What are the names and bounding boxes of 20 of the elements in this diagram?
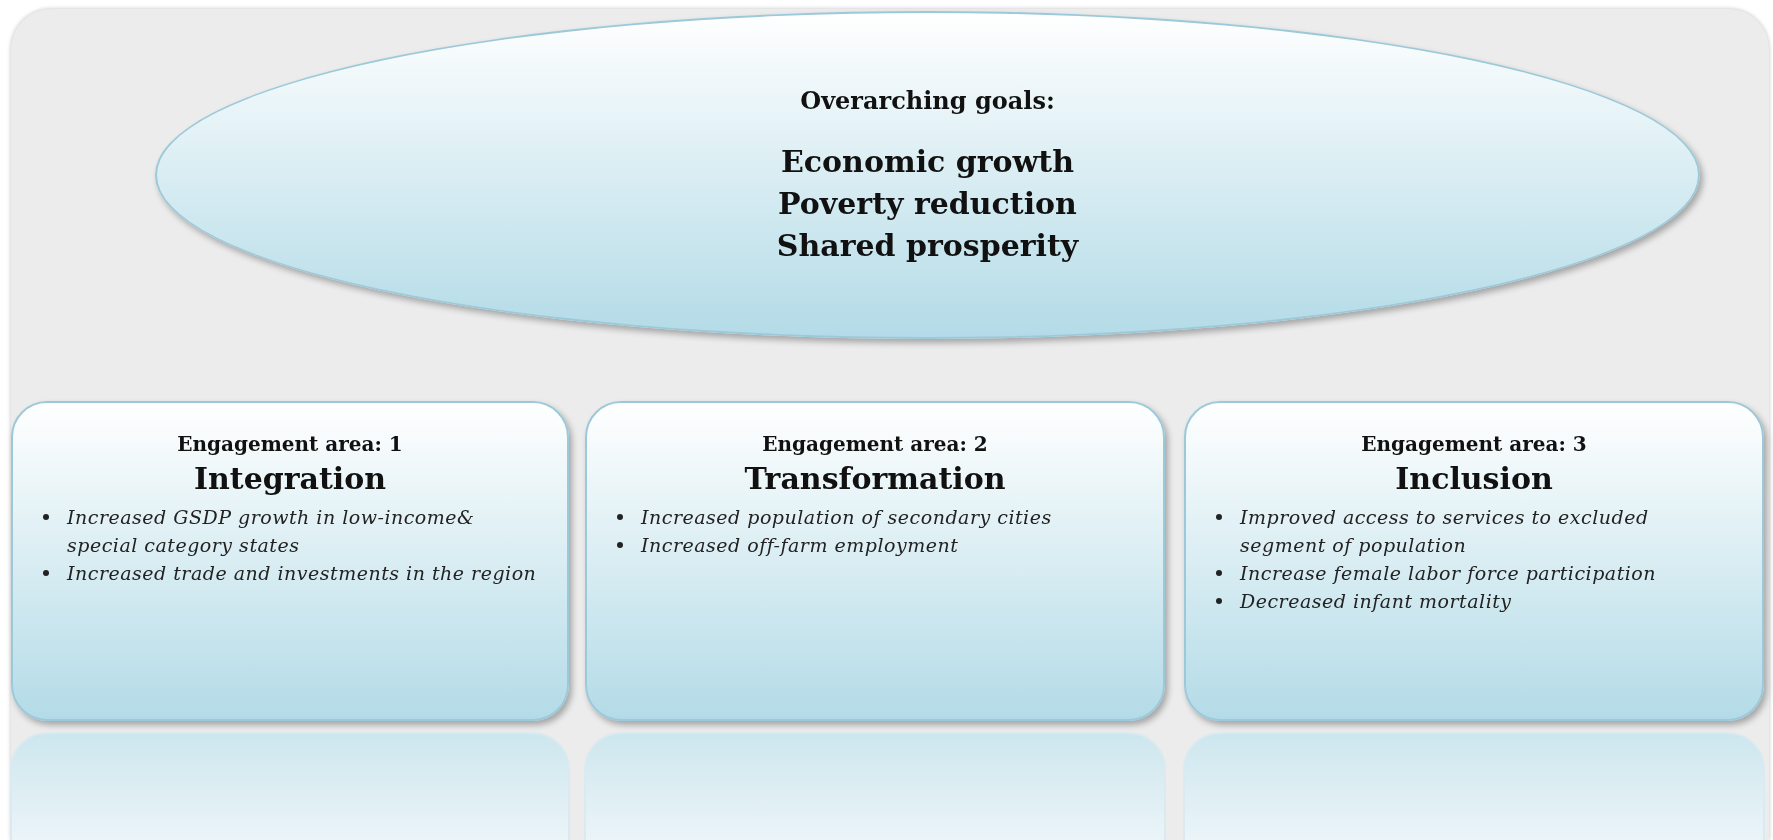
bullet-text: Decreased infant mortality [1240, 589, 1512, 614]
area-title: Integration [192, 460, 388, 498]
goal-item: Poverty reduction [778, 185, 1077, 223]
goal-item: Shared prosperity [776, 227, 1079, 265]
bullet-text: Increased trade and investments in the region [67, 561, 537, 586]
bullet-text: Increased population of secondary cities [641, 505, 1052, 530]
bullet-text: Increased GSDP growth in low-income& special category states [67, 505, 476, 558]
bullet-text: Increase female labor force participation [1240, 561, 1657, 586]
area-number-label: Engagement area: 3 [1360, 431, 1588, 458]
engagement-area-box [1184, 401, 1764, 721]
bullet-text: Improved access to services to excluded segment of population [1240, 505, 1650, 558]
goal-item: Economic growth [780, 143, 1075, 181]
engagement-area-box [585, 401, 1165, 721]
bullet-text: Increased off-farm employment [641, 533, 959, 558]
area-number-label: Engagement area: 2 [761, 431, 989, 458]
goal-heading: Overarching goals: [800, 85, 1055, 117]
area-title: Inclusion [1394, 460, 1554, 498]
engagement-area-box [11, 401, 569, 721]
area-title: Transformation [743, 460, 1007, 498]
area-number-label: Engagement area: 1 [176, 431, 404, 458]
